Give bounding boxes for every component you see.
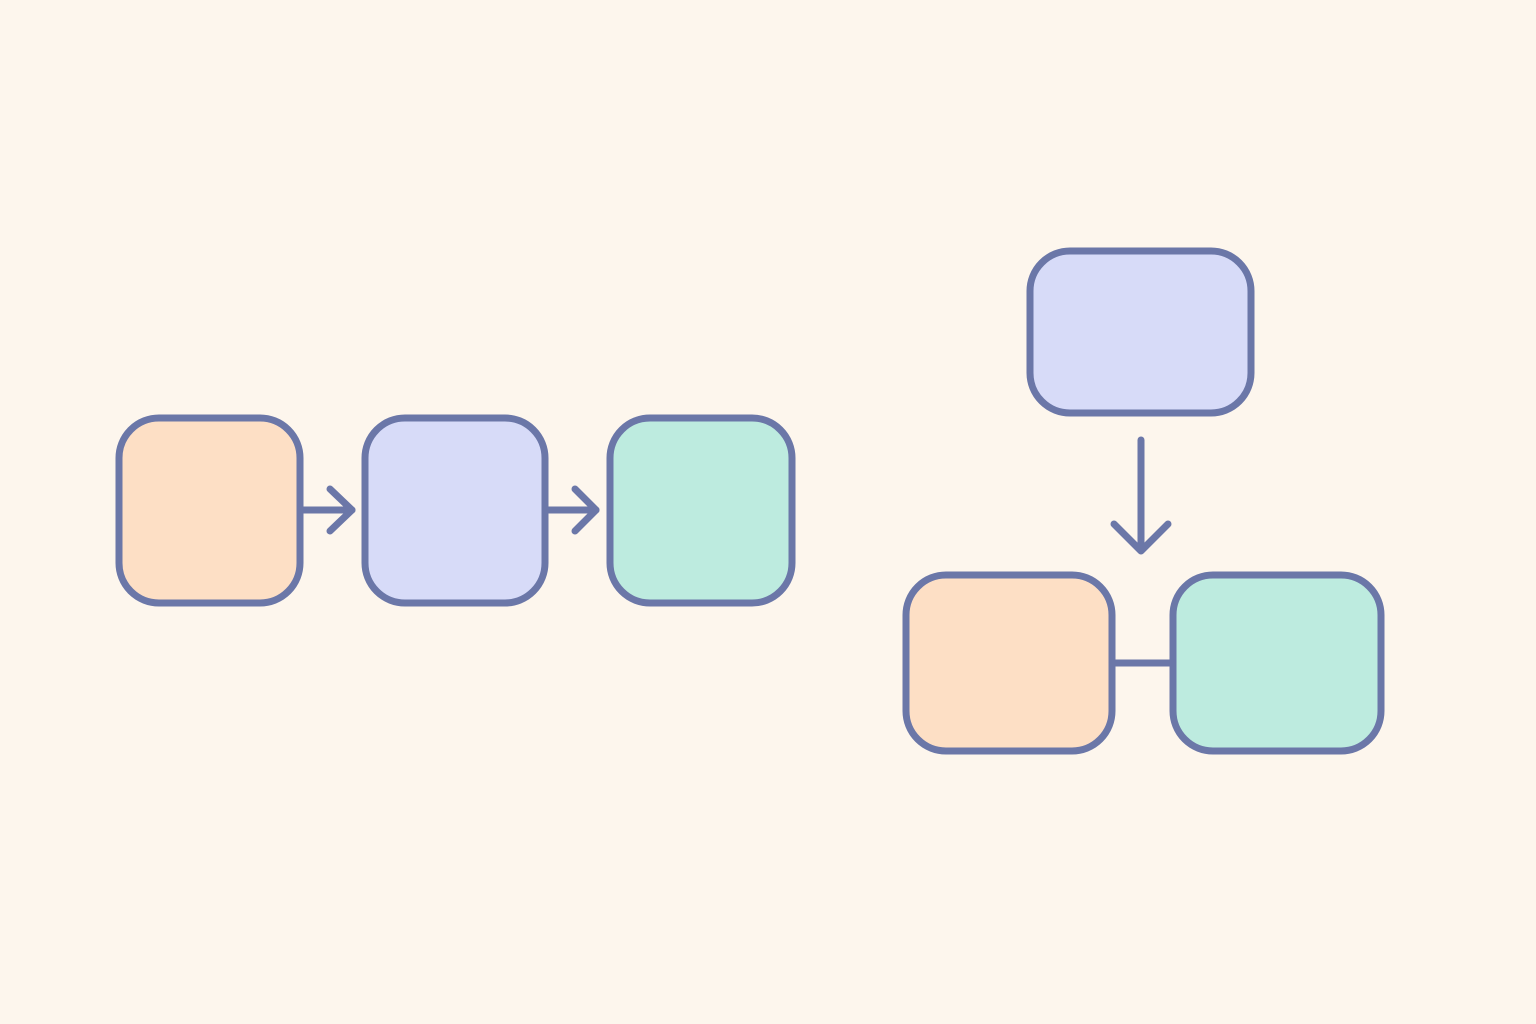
node-b-top xyxy=(1026,247,1255,417)
node-b-left xyxy=(902,571,1116,755)
node-h1 xyxy=(115,414,304,607)
node-b-right xyxy=(1169,571,1385,755)
arrow-h1-h2 xyxy=(296,485,356,535)
horizontal-flow xyxy=(115,414,796,607)
arrow-b-top-down xyxy=(1110,436,1172,555)
node-h3 xyxy=(606,414,796,607)
arrow-h2-h3 xyxy=(541,485,600,535)
node-h2 xyxy=(361,414,549,607)
branch-flow xyxy=(902,247,1385,755)
